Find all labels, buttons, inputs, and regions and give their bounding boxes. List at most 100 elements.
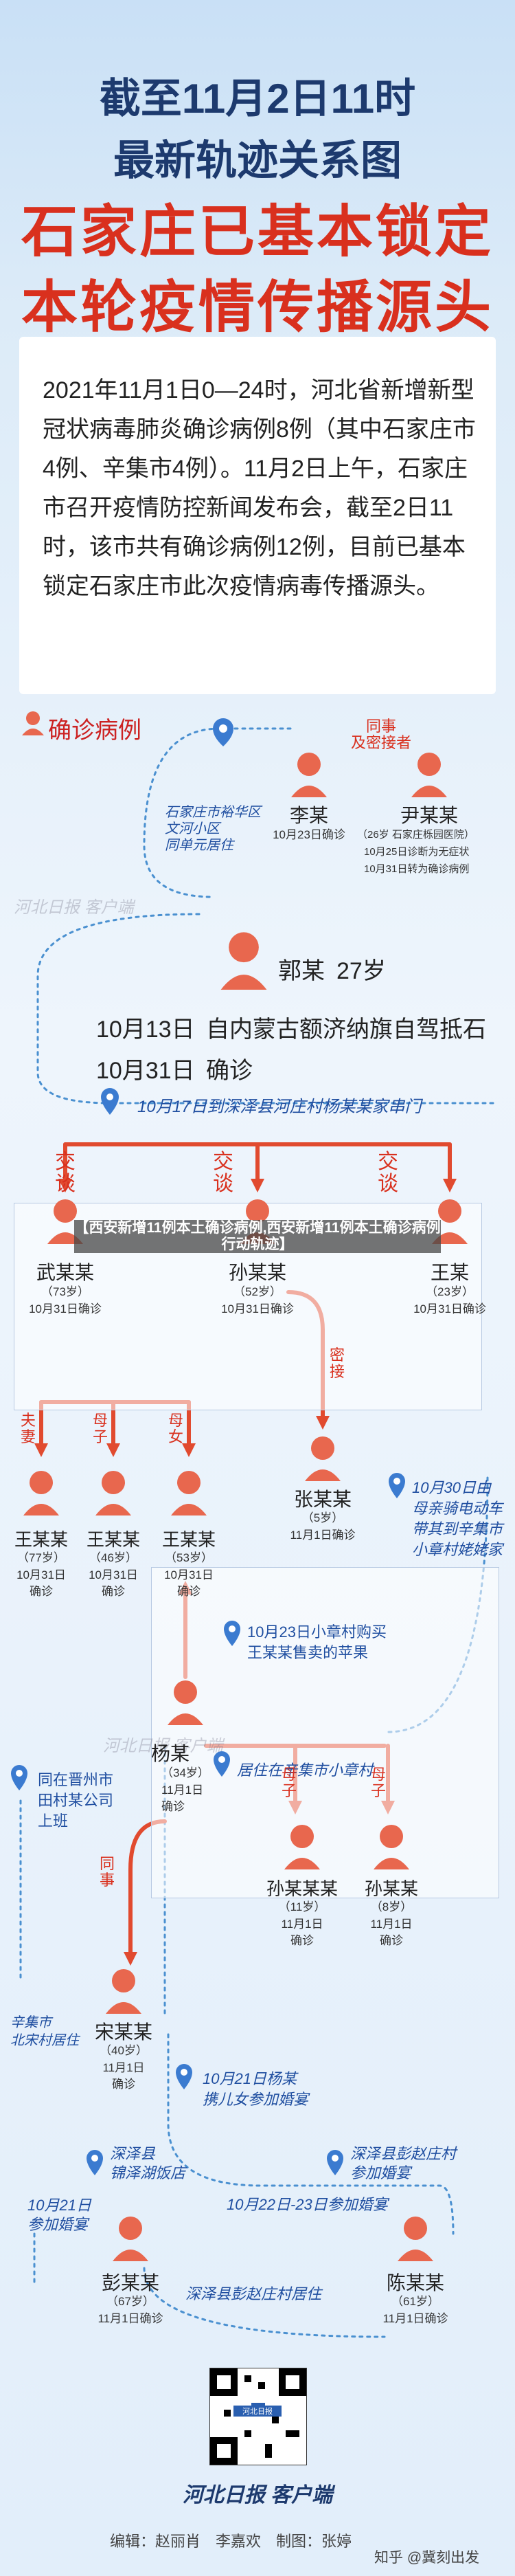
person-icon [374,1825,409,1869]
wangC-date: 10月31日 确诊 [164,1568,214,1598]
sunC-age: （8岁） [370,1900,413,1913]
sun1-age: （52岁） [233,1285,282,1298]
wang1-age: （23岁） [426,1285,474,1298]
yin-age: （26岁 石家庄栎园医院） [357,829,474,841]
person-icon [23,1471,59,1515]
location-pin-icon [87,2150,103,2175]
top-note: 石家庄市裕华区 文河小区 同单元居住 [165,805,261,853]
note-jinze: 深泽县 锦泽湖饭店 [110,2145,186,2181]
wangB-age: （46岁） [89,1551,137,1564]
person-icon [432,1199,468,1244]
header-line1: 截至11月2日11时 [99,76,416,122]
yang-age: （34岁） [161,1766,209,1779]
rel-fuqi: 夫 妻 [21,1412,36,1445]
footer-zhihu: 知乎 @冀刻出发 [374,2550,480,2566]
note-oct30: 10月30日由 母亲骑电动车 带其到辛集市 小章村姥姥家 [412,1479,503,1558]
person-icon [291,753,327,797]
guo-name: 郭某 [278,958,325,984]
location-pin-icon [214,1751,230,1777]
note-jinzhou: 同在晋州市 田村某公司 上班 [38,1771,114,1830]
person-icon [305,1436,341,1481]
wangA-name: 王某某 [14,1529,68,1550]
chen-age: （61岁） [391,2295,439,2308]
wang1-name: 王某 [430,1262,469,1283]
song-date: 11月1日 确诊 [102,2061,145,2091]
li-name: 李某 [289,805,328,826]
note-xinji: 居住在辛集市小章村 [237,1762,374,1779]
location-pin-icon [101,1088,119,1115]
person-icon [171,1471,207,1515]
sunC-date: 11月1日 确诊 [370,1918,413,1947]
event1-label: 10月17日到深泽县河庄村杨某某家串门 [137,1098,422,1116]
sunB-age: （11岁） [278,1900,326,1913]
wangA-age: （77岁） [17,1551,65,1564]
panel-xinji [151,1567,499,1898]
footer-credits: 编辑：赵丽肖 李嘉欢 制图：张婷 [110,2533,352,2550]
note-oct22: 10月22日-23日参加婚宴 [227,2196,388,2213]
qr-pattern-icon [210,2368,306,2465]
sunC-name: 孙某某 [364,1878,418,1899]
chen-name: 陈某某 [386,2272,444,2294]
person-icon [95,1471,131,1515]
chen-date: 11月1日确诊 [382,2312,448,2325]
sun1-date: 10月31日确诊 [221,1302,294,1315]
watermark: 河北日报 客户端 [14,898,134,917]
person-icon [398,2217,433,2261]
jiaotan-label-1: 交 谈 [55,1151,76,1195]
watermark: 河北日报 客户端 [103,1737,223,1755]
guo-date1: 10月13日 [96,1017,195,1043]
location-pin-icon [11,1765,27,1790]
header-line2: 最新轨迹关系图 [113,137,402,184]
zhang-age: （5岁） [301,1511,344,1524]
jiaotan-label-3: 交 谈 [378,1151,398,1195]
sun1-name: 孙某某 [228,1262,286,1283]
location-pin-icon [176,2064,192,2089]
peng-age: （67岁） [106,2295,154,2308]
zhang-date: 11月1日确诊 [290,1529,356,1542]
guo-age: 27岁 [336,958,386,984]
headline-big2: 本轮疫情传播源头 [21,276,494,339]
rel-muzi-3: 母 子 [371,1766,387,1799]
jiaotan-label-2: 交 谈 [213,1151,233,1195]
person-icon [411,753,447,797]
person-legend-icon [22,711,44,735]
rel-munv: 母 女 [168,1412,184,1445]
yin-name: 尹某某 [400,805,458,826]
note-pengliving: 深泽县彭赵庄村居住 [185,2285,322,2302]
intro-box [19,337,496,694]
location-pin-icon [213,718,233,746]
person-icon [220,932,267,990]
wangC-age: （53岁） [165,1551,213,1564]
caption-overlay: 【西安新增11例本土确诊病例,西安新增11例本土确诊病例行动轨迹】 [74,1220,441,1253]
wangB-date: 10月31日 确诊 [89,1568,138,1598]
wu-age: （73岁） [41,1285,89,1298]
person-icon [284,1825,320,1869]
wangA-date: 10月31日 确诊 [16,1568,66,1598]
peng-date: 11月1日确诊 [98,2312,163,2325]
qr-code [209,2368,307,2465]
rel-muzi-2: 母 子 [282,1766,297,1799]
wangC-name: 王某某 [161,1529,216,1550]
note-oct21b: 10月21日 参加婚宴 [27,2197,91,2233]
event-oct21: 10月21日杨某 携儿女参加婚宴 [203,2070,309,2108]
legend-label: 确诊病例 [48,718,141,744]
location-pin-icon [224,1621,240,1646]
wu-date: 10月31日确诊 [29,1302,102,1315]
guo-event2: 确诊 [206,1058,253,1084]
person-icon [106,1969,141,2014]
wangB-name: 王某某 [86,1529,140,1550]
event-oct23: 10月23日小章村购买 王某某售卖的苹果 [247,1623,387,1661]
song-age: （40岁） [100,2044,148,2057]
yang-name: 杨某 [151,1743,190,1764]
intro-text: 2021年11月1日0—24时，河北省新增新型冠状病毒肺炎确诊病例8例（其中石家… [43,377,476,599]
footer-brand: 河北日报 客户端 [182,2484,333,2507]
yang-date: 11月1日 确诊 [161,1784,204,1813]
guo-event1: 自内蒙古额济纳旗自驾抵石 [206,1017,486,1043]
qr-label: 河北日报 [233,2406,282,2417]
note-beisong: 辛集市 北宋村居住 [10,2015,79,2048]
location-pin-icon [327,2150,343,2175]
song-name: 宋某某 [94,2021,152,2043]
li-date: 10月23日确诊 [273,828,345,841]
yin-line2: 10月31日转为确诊病例 [364,863,470,875]
wu-name: 武某某 [36,1262,94,1283]
